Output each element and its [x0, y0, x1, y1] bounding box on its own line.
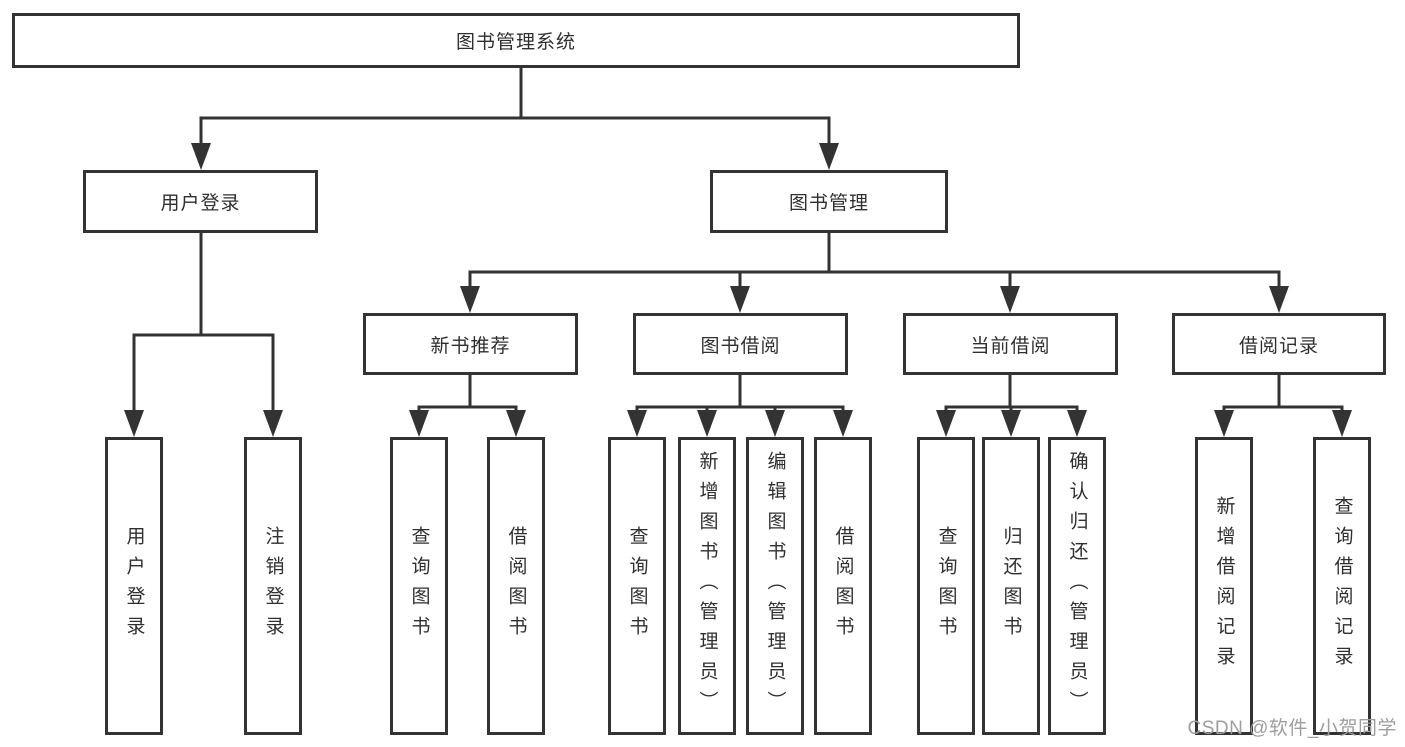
leaf-edit-books-admin: 编辑图书（管理员）	[746, 437, 804, 735]
leaf-query-books: 查询图书	[608, 437, 666, 735]
node-borrow-records: 借阅记录	[1172, 313, 1386, 375]
node-label: 借阅图书	[832, 526, 854, 646]
node-label: 编辑图书（管理员）	[764, 451, 786, 721]
leaf-user-login: 用户登录	[105, 437, 163, 735]
node-label: 图书管理系统	[455, 32, 576, 53]
leaf-add-books-admin: 新增图书（管理员）	[678, 437, 736, 735]
node-label: 查询图书	[626, 526, 648, 646]
node-label: 用户登录	[123, 526, 145, 646]
leaf-return-books: 归还图书	[982, 437, 1040, 735]
node-label: 用户登录	[160, 193, 241, 214]
leaf-borrow-books: 借阅图书	[487, 437, 545, 735]
node-label: 图书借阅	[700, 335, 781, 357]
node-label: 借阅记录	[1238, 335, 1319, 357]
node-label: 借阅图书	[505, 526, 527, 646]
leaf-query-borrow-record: 查询借阅记录	[1313, 437, 1371, 735]
leaf-query-books: 查询图书	[917, 437, 975, 735]
node-book-management: 图书管理	[710, 170, 948, 233]
leaf-add-borrow-record: 新增借阅记录	[1195, 437, 1253, 735]
node-label: 确认归还（管理员）	[1066, 451, 1088, 721]
node-label: 归还图书	[1000, 526, 1022, 646]
node-label: 新增借阅记录	[1213, 496, 1235, 676]
leaf-query-books: 查询图书	[390, 437, 448, 735]
node-library-system: 图书管理系统	[12, 13, 1020, 68]
leaf-confirm-return-admin: 确认归还（管理员）	[1048, 437, 1106, 735]
node-current-borrow: 当前借阅	[903, 313, 1118, 375]
node-label: 查询图书	[408, 526, 430, 646]
node-label: 查询图书	[935, 526, 957, 646]
node-label: 新书推荐	[430, 335, 511, 357]
csdn-watermark: CSDN @软件_小贺同学	[1187, 718, 1397, 739]
leaf-logout: 注销登录	[244, 437, 302, 735]
node-label: 图书管理	[788, 193, 869, 214]
node-label: 查询借阅记录	[1331, 496, 1353, 676]
node-label: 当前借阅	[970, 335, 1051, 357]
node-new-book-recommend: 新书推荐	[363, 313, 578, 375]
node-user-login: 用户登录	[83, 170, 318, 233]
node-label: 新增图书（管理员）	[696, 451, 718, 721]
arrowhead-icons	[124, 143, 1352, 437]
node-book-borrow: 图书借阅	[633, 313, 848, 375]
node-label: 注销登录	[262, 526, 284, 646]
leaf-borrow-books: 借阅图书	[814, 437, 872, 735]
